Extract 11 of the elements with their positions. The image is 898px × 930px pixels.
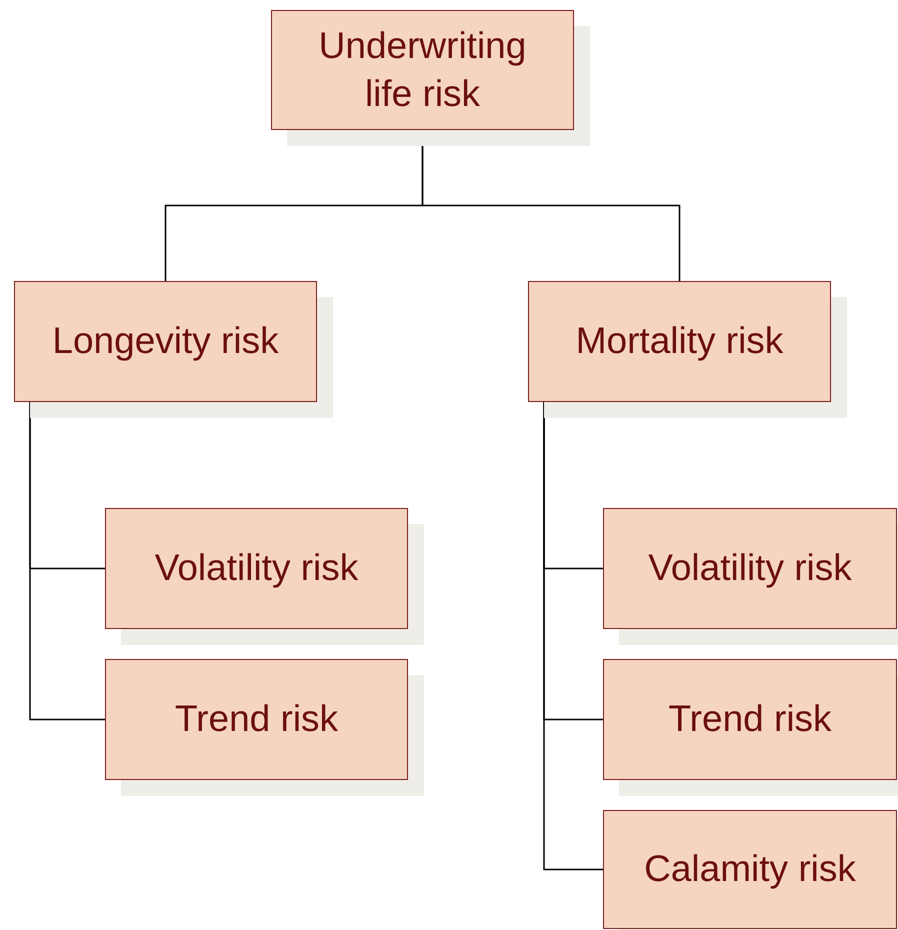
box-label: Longevity risk <box>51 319 280 364</box>
connector-line <box>543 402 603 870</box>
risk-box <box>603 810 897 929</box>
box-label: Calamity risk <box>643 847 857 892</box>
box-label: Volatility risk <box>154 546 360 590</box>
box-label: Volatility risk <box>647 546 853 590</box>
box-label: Trend risk <box>667 697 833 742</box>
connector-line <box>29 402 105 720</box>
box-label: Mortality risk <box>574 319 784 364</box>
box-label: Underwriting life risk <box>318 24 528 116</box>
box-label: Trend risk <box>174 697 340 742</box>
